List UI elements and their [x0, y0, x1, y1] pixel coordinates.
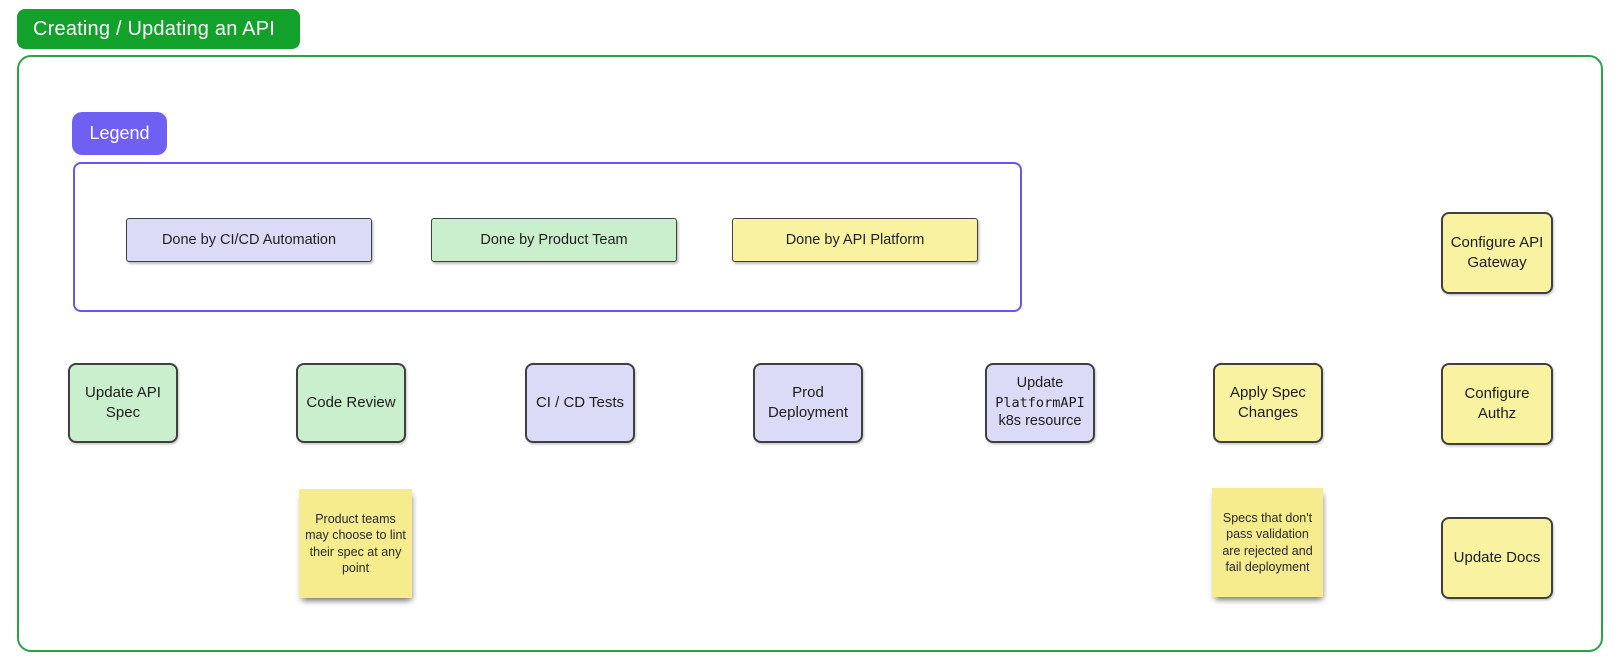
flow-node-configure-authz: Configure Authz [1441, 363, 1553, 445]
legend-item-label: Done by API Platform [785, 232, 925, 248]
node-label-line2: PlatformAPI [995, 394, 1085, 411]
diagram-title-badge: Creating / Updating an API [17, 9, 300, 49]
node-label-line1: Update [1016, 375, 1064, 392]
legend-item-label: Done by CI/CD Automation [161, 232, 337, 248]
node-label: Update API Spec [85, 383, 161, 421]
node-label: Code Review [306, 393, 396, 411]
sticky-note-lint-spec: Product teams may choose to lint their s… [299, 489, 412, 598]
node-label-line3: k8s resource [998, 413, 1082, 430]
node-label: Update Docs [1453, 548, 1541, 566]
node-label: Configure API Gateway [1450, 233, 1544, 271]
legend-badge-label: Legend [89, 123, 150, 143]
diagram-title: Creating / Updating an API [33, 17, 276, 40]
legend-item-cicd-automation: Done by CI/CD Automation [126, 218, 372, 262]
flow-node-code-review: Code Review [296, 363, 406, 443]
legend-badge: Legend [72, 112, 167, 155]
sticky-note-text: Specs that don't pass validation are rej… [1222, 510, 1313, 575]
flow-node-update-platformapi-k8s-resource: Update PlatformAPI k8s resource [985, 363, 1095, 443]
flow-node-update-api-spec: Update API Spec [68, 363, 178, 443]
sticky-note-text: Product teams may choose to lint their s… [305, 511, 406, 576]
flow-node-prod-deployment: Prod Deployment [753, 363, 863, 443]
sticky-note-spec-validation: Specs that don't pass validation are rej… [1212, 488, 1323, 597]
node-label: Prod Deployment [767, 383, 849, 421]
node-label: Apply Spec Changes [1230, 383, 1306, 421]
legend-item-label: Done by Product Team [480, 232, 628, 248]
diagram-frame [17, 55, 1603, 652]
legend-item-api-platform: Done by API Platform [732, 218, 978, 262]
flow-node-update-docs: Update Docs [1441, 517, 1553, 599]
flow-node-ci-cd-tests: CI / CD Tests [525, 363, 635, 443]
flow-node-apply-spec-changes: Apply Spec Changes [1213, 363, 1323, 443]
node-label: CI / CD Tests [535, 393, 625, 411]
flow-node-configure-api-gateway: Configure API Gateway [1441, 212, 1553, 294]
legend-item-product-team: Done by Product Team [431, 218, 677, 262]
node-label: Configure Authz [1464, 384, 1530, 422]
